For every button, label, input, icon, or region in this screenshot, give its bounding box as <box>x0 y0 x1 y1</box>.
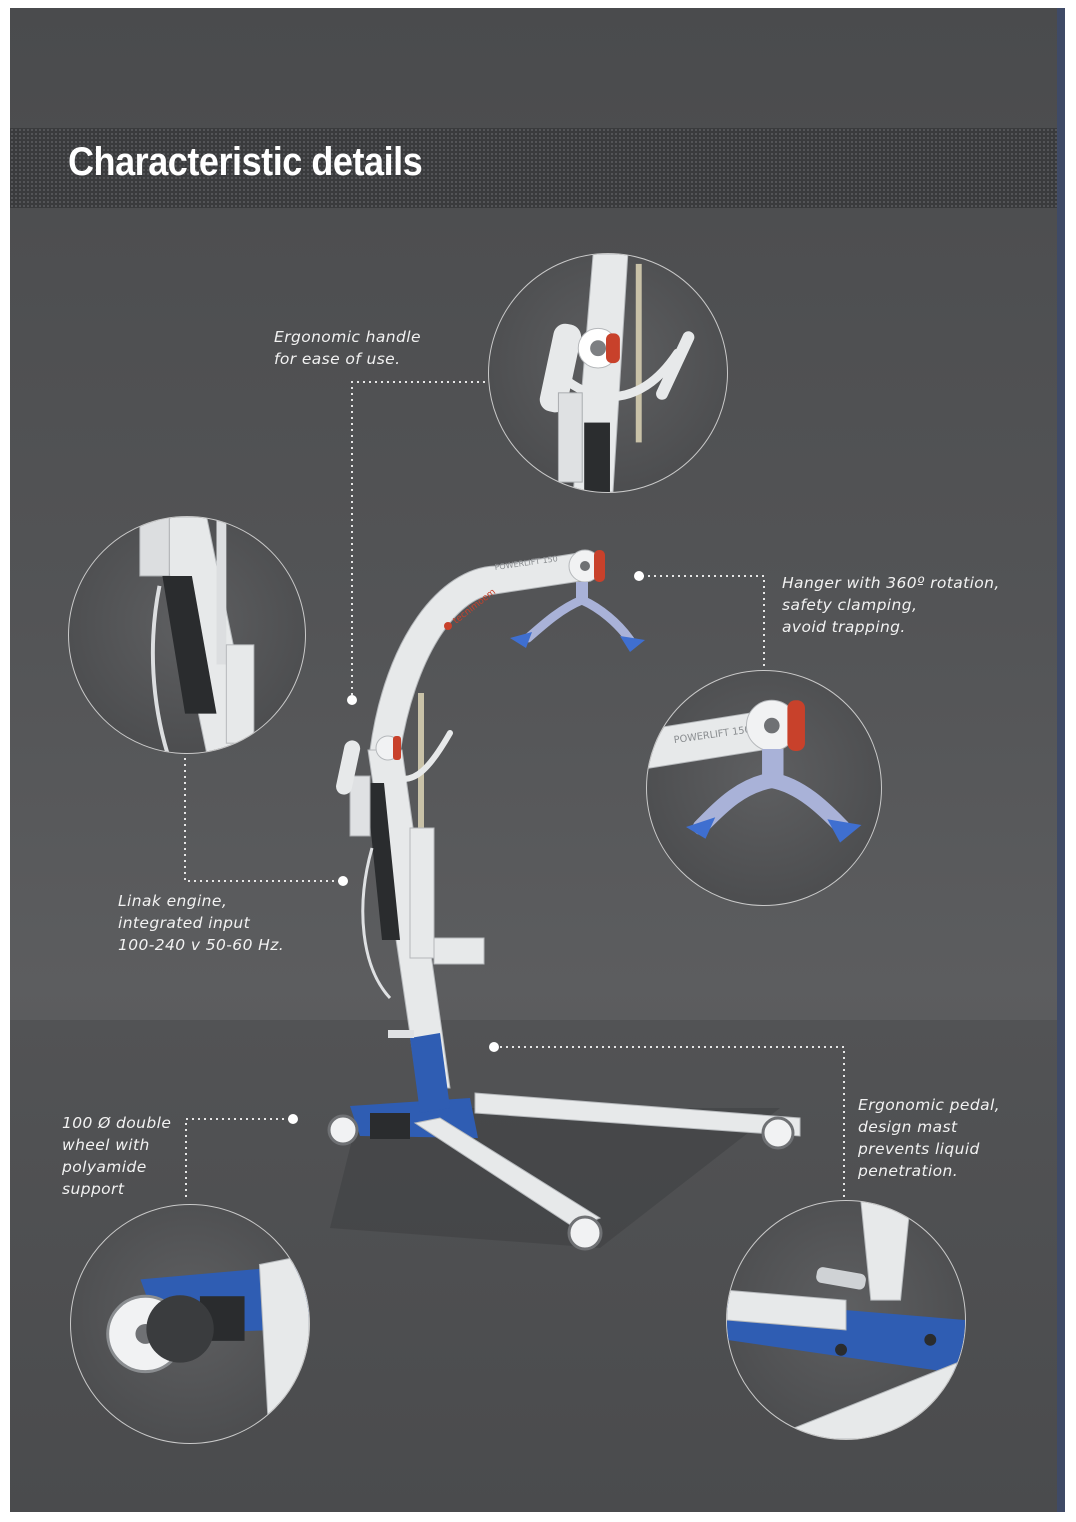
page-title: Characteristic details <box>68 140 423 184</box>
caption-hanger: Hanger with 360º rotation,safety clampin… <box>782 574 1000 636</box>
wheel-icon <box>327 1114 359 1146</box>
detail-circle-hanger: POWERLIFT 150 <box>646 670 882 906</box>
wheel-closeup-image <box>106 1254 309 1443</box>
detail-circle-wheel <box>70 1204 310 1444</box>
patient-lift-image: POWERLIFT 150 tecnimoem <box>327 549 801 1251</box>
engine-closeup-image <box>139 517 257 753</box>
header-band <box>10 128 1057 208</box>
pedal-closeup-image <box>727 1201 965 1439</box>
handle-closeup-image <box>539 254 695 492</box>
wheel-icon <box>567 1215 603 1251</box>
wheel-icon <box>761 1116 795 1150</box>
detail-circle-handle <box>488 253 728 493</box>
page-edge <box>1057 8 1065 1512</box>
detail-circle-pedal <box>726 1200 966 1440</box>
detail-circle-engine <box>68 516 306 754</box>
hanger-closeup-image: POWERLIFT 150 <box>647 699 862 843</box>
